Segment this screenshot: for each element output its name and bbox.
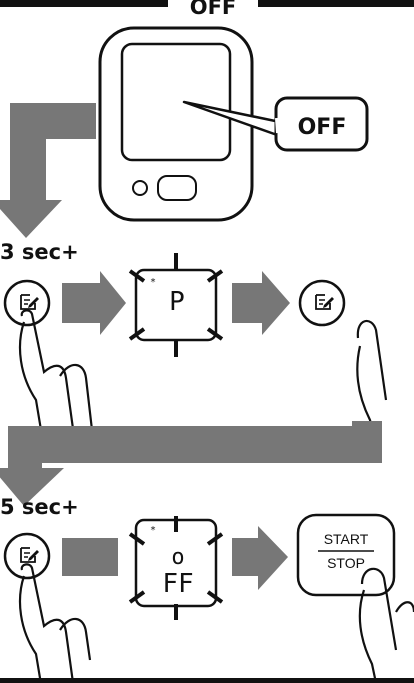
stop-label: STOP bbox=[327, 555, 365, 571]
step1-arrow-right-1 bbox=[62, 271, 126, 335]
monitor-screen bbox=[120, 42, 232, 162]
start-label: START bbox=[324, 531, 369, 547]
step1-duration: 3 sec+ bbox=[0, 240, 79, 264]
bluetooth-button bbox=[132, 180, 148, 196]
off-callout: OFF bbox=[274, 96, 369, 152]
step2-display-top: o bbox=[171, 545, 184, 570]
step1-display: * P bbox=[128, 251, 224, 359]
step2-display-bottom: FF bbox=[162, 569, 193, 599]
step1-arrow-right-2 bbox=[232, 271, 290, 335]
step2-memo-button bbox=[3, 532, 51, 580]
start-stop-button: START STOP bbox=[296, 513, 396, 597]
step2-finger-left bbox=[18, 563, 92, 683]
start-stop-button-small bbox=[157, 175, 197, 201]
step1-display-symbol: * bbox=[150, 277, 156, 288]
bottom-rule bbox=[0, 678, 414, 683]
step1-finger-right bbox=[356, 320, 388, 437]
header-bar: OFF bbox=[0, 0, 414, 19]
header-title: OFF bbox=[190, 0, 237, 19]
step1-memo-button-left bbox=[3, 279, 51, 327]
step1-memo-button-right bbox=[298, 279, 346, 327]
step2-arrow-right bbox=[232, 526, 288, 590]
flow-arrow-down-1 bbox=[0, 103, 96, 238]
step2-duration: 5 sec+ bbox=[0, 495, 79, 519]
step1-display-char: P bbox=[169, 287, 185, 317]
step2-display-symbol: * bbox=[150, 525, 156, 536]
step2-display: * o FF bbox=[128, 514, 224, 622]
monitor-device bbox=[98, 26, 282, 222]
flow-arrow-down-2 bbox=[0, 421, 382, 506]
off-callout-label: OFF bbox=[298, 115, 347, 140]
step1-finger-left bbox=[18, 309, 94, 438]
step2-bar-right-1 bbox=[62, 538, 118, 576]
